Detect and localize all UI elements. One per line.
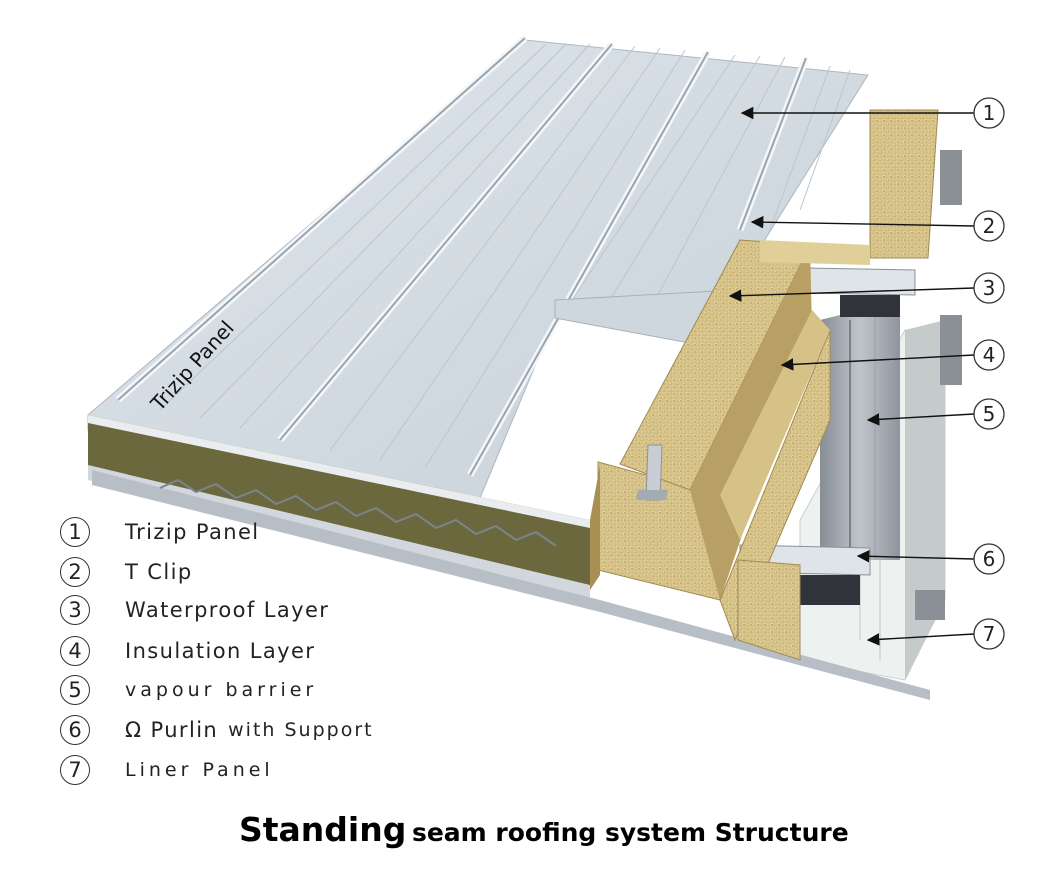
legend-label: T Clip: [125, 560, 193, 584]
legend-item-7: 7 Liner Panel: [60, 750, 274, 790]
legend-number: 2: [60, 557, 90, 587]
callout-5-number: 5: [983, 402, 996, 426]
legend-label-main: Ω Purlin: [125, 718, 219, 742]
diagram-title: Standing seam roofing system Structure: [239, 810, 939, 860]
callout-4: 4: [780, 339, 1005, 371]
legend-item-4: 4 Insulation Layer: [60, 631, 315, 671]
title-rest: seam roofing system Structure: [411, 818, 849, 847]
callout-1-number: 1: [983, 101, 996, 125]
callout-3: 3: [728, 272, 1005, 304]
callout-6: 6: [856, 543, 1005, 575]
legend-label-rest: with Support: [228, 719, 374, 741]
legend-number: 3: [60, 595, 90, 625]
callout-7: 7: [866, 618, 1005, 650]
callout-5: 5: [866, 398, 1005, 430]
trizip-roof-panel: [87, 35, 869, 499]
callout-2-number: 2: [983, 214, 996, 238]
insulation-layer: [590, 109, 939, 661]
title-main: Standing: [239, 810, 407, 849]
callout-4-number: 4: [983, 343, 996, 367]
legend-label: Waterproof Layer: [125, 598, 330, 622]
callout-6-number: 6: [983, 547, 996, 571]
legend-number: 1: [60, 517, 90, 547]
legend-label: Liner Panel: [125, 759, 274, 781]
legend-item-6: 6 Ω Purlin with Support: [60, 710, 374, 750]
legend-number: 6: [60, 715, 90, 745]
legend-number: 7: [60, 755, 90, 785]
callout-7-number: 7: [983, 622, 996, 646]
callout-2: 2: [750, 210, 1005, 242]
legend-label: Insulation Layer: [125, 639, 316, 663]
t-clip: [636, 444, 668, 501]
legend-item-1: 1 Trizip Panel: [60, 512, 260, 552]
legend-number: 4: [60, 636, 90, 666]
callout-1: 1: [740, 97, 1005, 129]
legend-number: 5: [60, 675, 90, 705]
legend-item-3: 3 Waterproof Layer: [60, 590, 329, 630]
vapour-barrier: [820, 300, 900, 560]
legend-label: Trizip Panel: [125, 520, 260, 544]
legend-label: vapour barrier: [125, 679, 318, 701]
panel-edge-insulation: [88, 415, 930, 700]
callout-3-number: 3: [983, 276, 996, 300]
legend-item-2: 2 T Clip: [60, 552, 193, 592]
legend-item-5: 5 vapour barrier: [60, 670, 317, 710]
